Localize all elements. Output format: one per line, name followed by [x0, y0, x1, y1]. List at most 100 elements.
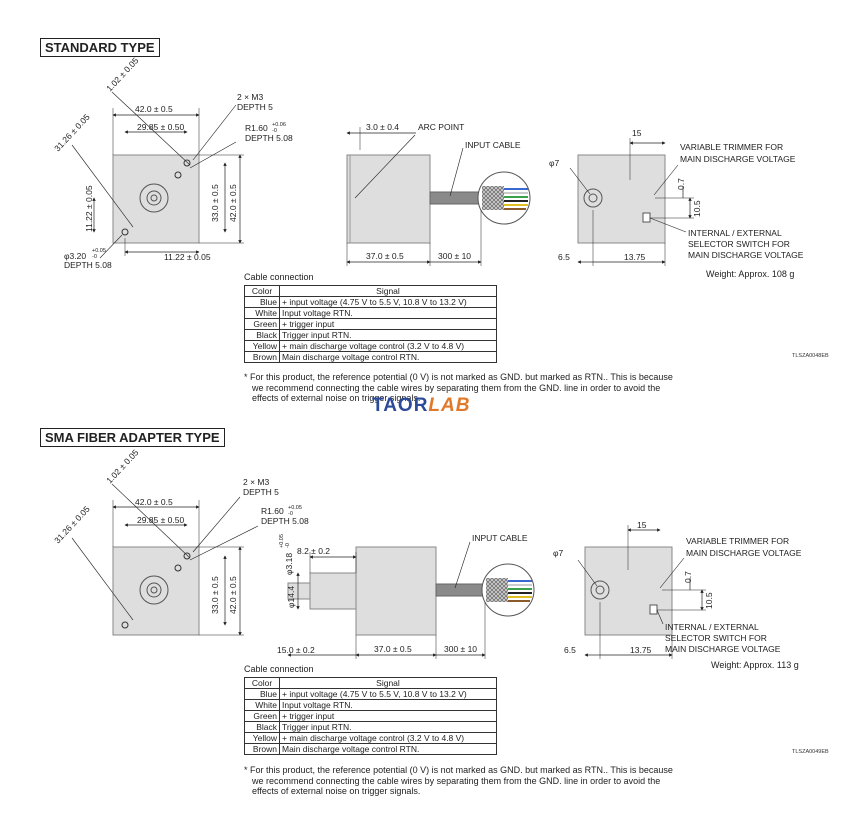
- s2-front-view: 31.26 ± 0.05 1.02 ± 0.05 42.0 ± 0.5 29.8…: [52, 447, 309, 636]
- note-line: we recommend connecting the cable wires …: [252, 775, 661, 786]
- s2-weight: Weight: Approx. 113 g: [711, 660, 799, 670]
- s1-switch-line2: SELECTOR SWITCH FOR: [688, 239, 790, 249]
- s1-dim-height: 42.0 ± 0.5: [228, 184, 238, 222]
- s1-hole-depth: DEPTH 5.08: [64, 260, 112, 270]
- table-header: Signal: [279, 285, 497, 297]
- s1-hole-label: φ3.20: [64, 251, 86, 261]
- s1-trimmer-line2: MAIN DISCHARGE VOLTAGE: [680, 154, 796, 164]
- s1-dim-left-offset: 11.22 ± 0.05: [84, 185, 94, 232]
- note-line: effects of external noise on trigger sig…: [252, 786, 421, 796]
- s2-rear-phi: φ7: [553, 548, 564, 558]
- s2-dim-body-len: 37.0 ± 0.5: [374, 644, 412, 654]
- cell-color: White: [244, 307, 280, 319]
- s2-radius-depth: DEPTH 5.08: [261, 516, 309, 526]
- s1-switch-line1: INTERNAL / EXTERNAL: [688, 228, 782, 238]
- s1-pin-hole: [121, 228, 129, 236]
- s2-rear-left: 6.5: [564, 645, 576, 655]
- s1-front-ring: [139, 183, 169, 213]
- s1-dim-body-len: 37.0 ± 0.5: [366, 251, 404, 261]
- note-line: * For this product, the reference potent…: [244, 372, 673, 382]
- s2-adapter-len: 8.2 ± 0.2: [297, 546, 330, 556]
- s1-hole-tol-up: +0.05: [92, 248, 106, 254]
- s2-rear-bottom: 13.75: [630, 645, 652, 655]
- cell-signal: Main discharge voltage control RTN.: [279, 351, 497, 363]
- s2-screw-label: 2 × M3: [243, 477, 269, 487]
- s2-switch-line1: INTERNAL / EXTERNAL: [665, 622, 759, 632]
- s2-rear-view: 15 φ7 VARIABLE TRIMMER FOR MAIN DISCHARG…: [553, 520, 802, 659]
- s2-hole-label: φ3.18: [284, 553, 294, 575]
- cell-signal: + input voltage (4.75 V to 5.5 V, 10.8 V…: [279, 688, 497, 700]
- s1-note: * For this product, the reference potent…: [244, 372, 764, 404]
- s2-cable: [435, 583, 485, 597]
- s1-front-view: 31.26 ± 0.05 1.02 ± 0.05 42.0 ± 0.5 29.8…: [52, 55, 293, 270]
- s1-dim-bottom-offset: 11.22 ± 0.05: [164, 252, 211, 262]
- s2-drawing-code: TLSZA0049EB: [792, 749, 829, 755]
- s2-rear-width: 15: [637, 520, 647, 530]
- note-line: * For this product, the reference potent…: [244, 765, 673, 775]
- cell-signal: + main discharge voltage control (3.2 V …: [279, 732, 497, 744]
- cell-color: Green: [244, 710, 280, 722]
- section-title-standard: STANDARD TYPE: [40, 38, 160, 57]
- s2-rear-d1: 0.7: [683, 571, 693, 583]
- s1-dim-diag2: 1.02 ± 0.05: [104, 55, 140, 93]
- s2-dim-width: 42.0 ± 0.5: [135, 497, 173, 507]
- cell-color: Blue: [244, 296, 280, 308]
- s1-radius-tol-dn: -0: [272, 128, 277, 134]
- cell-signal: Main discharge voltage control RTN.: [279, 743, 497, 755]
- s2-radius-tol-dn: -0: [288, 511, 293, 517]
- s1-dim-arc-offset: 3.0 ± 0.4: [366, 122, 399, 132]
- s2-hole-tol-dn: -0: [285, 543, 291, 548]
- cell-color: Brown: [244, 743, 280, 755]
- table-header: Color: [244, 677, 280, 689]
- cell-color: Yellow: [244, 732, 280, 744]
- s2-dim-diag2: 1.02 ± 0.05: [104, 447, 140, 485]
- note-line: effects of external noise on trigger sig…: [252, 393, 421, 403]
- cell-signal: + trigger input: [279, 710, 497, 722]
- s1-dim-inner-width: 29.85 ± 0.50: [137, 122, 184, 132]
- s1-rear-width: 15: [632, 128, 642, 138]
- note-line: we recommend connecting the cable wires …: [252, 382, 661, 393]
- s2-dim-inner-width: 29.85 ± 0.50: [137, 515, 184, 525]
- s1-cable-caption: Cable connection: [244, 272, 314, 282]
- s2-radius: R1.60: [261, 506, 284, 516]
- s2-dim-height-inner: 33.0 ± 0.5: [210, 576, 220, 614]
- cell-signal: Trigger input RTN.: [279, 721, 497, 733]
- cell-color: Black: [244, 721, 280, 733]
- s1-arc-point: ARC POINT: [418, 122, 464, 132]
- s1-dim-width: 42.0 ± 0.5: [135, 104, 173, 114]
- s2-hole-tol-up: +0.05: [279, 534, 285, 548]
- table-row: Green+ trigger input: [244, 710, 497, 722]
- s1-dim-height-inner: 33.0 ± 0.5: [210, 184, 220, 222]
- table-row: Blue+ input voltage (4.75 V to 5.5 V, 10…: [244, 688, 497, 700]
- s1-rear-d1: 0.7: [676, 178, 686, 190]
- s2-side-view: φ3.18 +0.05 -0 8.2 ± 0.2 φ14.4 15.0 ± 0.…: [277, 533, 535, 659]
- cell-signal: Trigger input RTN.: [279, 329, 497, 341]
- s1-switch-line3: MAIN DISCHARGE VOLTAGE: [688, 250, 804, 260]
- cell-color: Green: [244, 318, 280, 330]
- s2-input-cable: INPUT CABLE: [472, 533, 528, 543]
- s1-radius-tol-up: +0.06: [272, 122, 286, 128]
- s1-screw-hole-1: [183, 159, 191, 167]
- cell-signal: + trigger input: [279, 318, 497, 330]
- s1-rear-phi: φ7: [549, 158, 560, 168]
- table-row: Yellow+ main discharge voltage control (…: [244, 340, 497, 352]
- s1-radius: R1.60: [245, 123, 268, 133]
- s1-side-view: 3.0 ± 0.4 ARC POINT INPUT CABLE 37.0 ± 0…: [346, 122, 531, 266]
- s2-switch-line2: SELECTOR SWITCH FOR: [665, 633, 767, 643]
- s1-rear-d2: 10.5: [692, 200, 702, 217]
- s2-adapter: [309, 572, 357, 610]
- s1-cable: [429, 191, 481, 205]
- s2-trimmer-line1: VARIABLE TRIMMER FOR: [686, 536, 789, 546]
- cell-color: Blue: [244, 688, 280, 700]
